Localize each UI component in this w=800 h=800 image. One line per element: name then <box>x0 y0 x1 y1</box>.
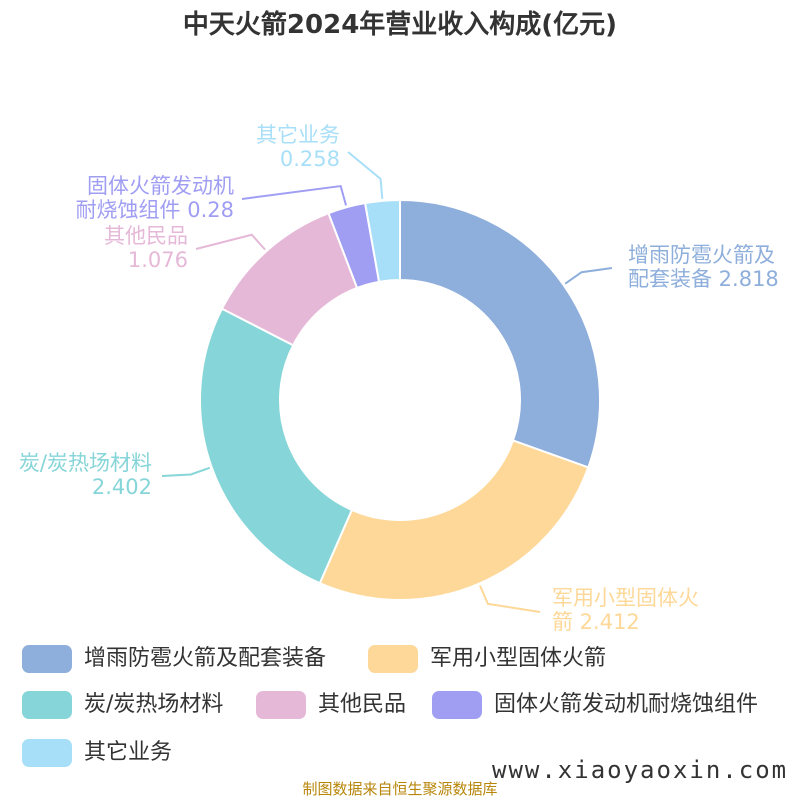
leader-line-4 <box>241 184 347 206</box>
legend-label: 其他民品 <box>318 692 407 717</box>
slice-label-1: 军用小型固体火箭 2.412 <box>552 586 699 634</box>
leader-line-5 <box>347 151 384 199</box>
legend-label: 增雨防雹火箭及配套装备 <box>84 646 327 671</box>
legend-label: 固体火箭发动机耐烧蚀组件 <box>494 692 759 717</box>
watermark: www.xiaoyaoxin.com <box>492 756 789 784</box>
legend-swatch <box>22 739 72 767</box>
leader-line-0 <box>564 267 613 285</box>
legend-label: 炭/炭热场材料 <box>84 692 224 717</box>
slice-label-0: 增雨防雹火箭及配套装备 2.818 <box>628 243 779 291</box>
slice-0 <box>399 198 601 469</box>
slice-label-4: 固体火箭发动机耐烧蚀组件 0.28 <box>76 174 234 222</box>
leader-line-1 <box>479 585 541 613</box>
legend-swatch <box>256 691 306 719</box>
legend-label: 军用小型固体火箭 <box>430 646 607 671</box>
source-note: 制图数据来自恒生聚源数据库 <box>302 780 498 798</box>
legend-swatch <box>22 645 72 673</box>
legend-swatch <box>368 645 418 673</box>
legend-swatch <box>22 691 72 719</box>
slice-1 <box>318 439 590 601</box>
legend-swatch <box>432 691 482 719</box>
slice-5 <box>363 198 401 283</box>
slice-2 <box>199 307 354 585</box>
legend-label: 其它业务 <box>84 740 173 765</box>
leader-line-2 <box>161 466 211 477</box>
leader-line-3 <box>195 233 266 251</box>
chart-title: 中天火箭2024年营业收入构成(亿元) <box>182 10 618 40</box>
